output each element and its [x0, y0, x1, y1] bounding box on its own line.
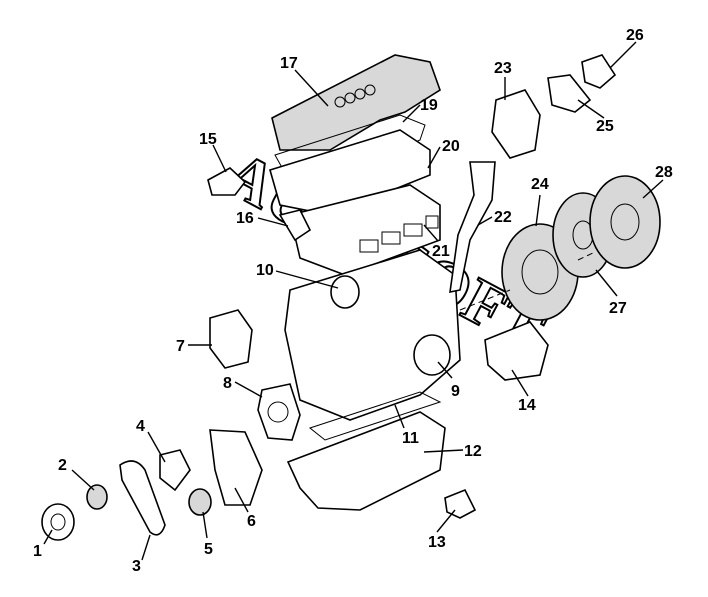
- part-guide-4: [159, 449, 191, 492]
- callouts: 1 2 3 4 5 6 7 8 9 10 11 12 13 14 15 16 1…: [33, 27, 673, 575]
- part-starter-14: [484, 321, 549, 381]
- callout-14: 14: [518, 397, 536, 414]
- assembly-line: [577, 251, 596, 261]
- callout-21: 21: [432, 243, 450, 260]
- callout-24: 24: [531, 176, 549, 193]
- part-pulley-1: [41, 503, 75, 541]
- callout-19: 19: [420, 97, 438, 114]
- part-seal-housing-8: [257, 383, 301, 441]
- part-bracket-26: [581, 54, 617, 89]
- part-engine-block: [284, 249, 461, 421]
- part-part-16: [278, 209, 312, 242]
- part-sprocket-2: [86, 484, 108, 510]
- leader-lines: [43, 41, 664, 561]
- callout-13: 13: [428, 534, 446, 551]
- callout-7: 7: [176, 338, 185, 355]
- part-bracket-13: [444, 488, 477, 519]
- callout-23: 23: [494, 60, 512, 77]
- callout-2: 2: [58, 457, 67, 474]
- callout-17: 17: [280, 55, 298, 72]
- part-valve-cover: [271, 54, 441, 151]
- callout-12: 12: [464, 443, 482, 460]
- callout-15: 15: [199, 131, 217, 148]
- callout-9: 9: [451, 383, 460, 400]
- part-flange-gasket: [491, 89, 541, 159]
- callout-11: 11: [402, 430, 419, 447]
- part-chain-3: [119, 460, 166, 536]
- part-pump-6: [209, 429, 263, 506]
- callout-5: 5: [204, 541, 213, 558]
- callout-6: 6: [247, 513, 256, 530]
- callout-3: 3: [132, 558, 141, 575]
- part-coolant-pipe: [449, 161, 496, 294]
- callout-1: 1: [33, 543, 42, 560]
- callout-25: 25: [596, 118, 614, 135]
- part-seal-10: [330, 275, 360, 309]
- callout-4: 4: [136, 418, 145, 435]
- assembly-line: [459, 289, 511, 311]
- part-pressure-plate: [589, 175, 661, 269]
- part-cam-housing: [269, 129, 431, 216]
- callout-22: 22: [494, 209, 512, 226]
- part-mount-7: [209, 309, 253, 369]
- callout-8: 8: [223, 375, 232, 392]
- callout-20: 20: [442, 138, 460, 155]
- head-ports: [359, 215, 439, 253]
- callout-27: 27: [609, 300, 627, 317]
- part-pan-gasket: [308, 391, 442, 441]
- callout-10: 10: [256, 262, 274, 279]
- part-cylinder-head: [289, 184, 441, 276]
- part-bracket-25: [547, 74, 592, 113]
- part-bracket-15: [207, 167, 247, 196]
- part-oil-pan: [286, 411, 446, 511]
- callout-26: 26: [626, 27, 644, 44]
- callout-28: 28: [655, 164, 673, 181]
- callout-16: 16: [236, 210, 254, 227]
- part-sprocket-5: [188, 488, 212, 516]
